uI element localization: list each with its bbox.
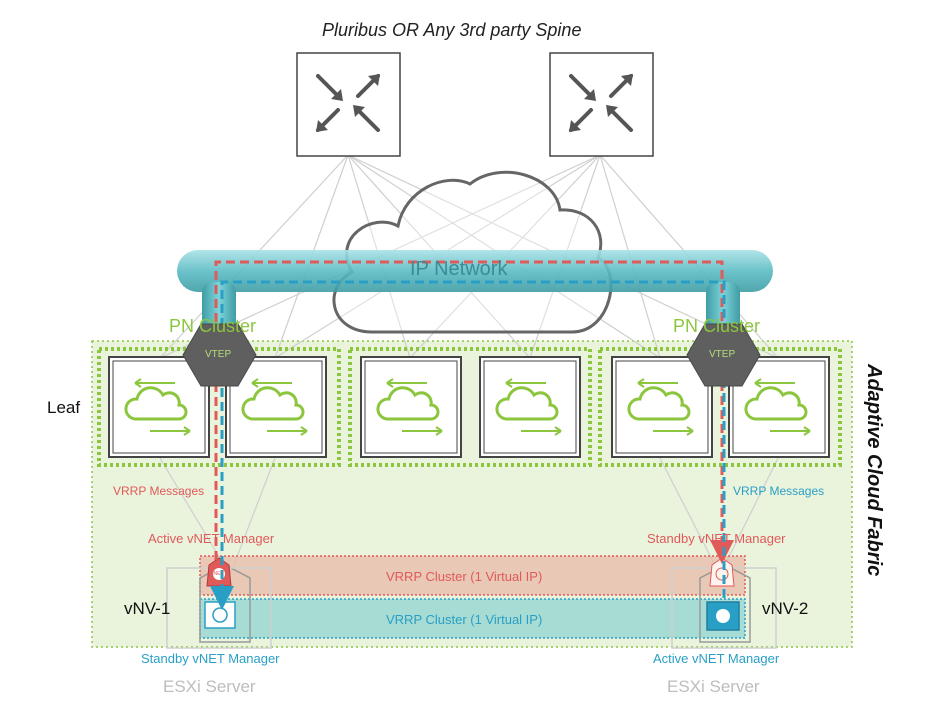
- vrrp-cluster-label-blue: VRRP Cluster (1 Virtual IP): [386, 612, 543, 627]
- vnv1-label: vNV-1: [124, 599, 171, 618]
- vrrp-path-red: [214, 260, 734, 564]
- vrrp-cluster-label-red: VRRP Cluster (1 Virtual IP): [386, 569, 543, 584]
- esxi-label-left: ESXi Server: [163, 677, 256, 696]
- vnet-badge-text: vNET: [211, 571, 224, 577]
- leaf-switch: [360, 356, 462, 458]
- spine-switch: [296, 52, 401, 157]
- vtep-label-right: VTEP: [709, 349, 736, 360]
- standby-manager-label-right: Standby vNET Manager: [647, 531, 786, 546]
- leaf-switch: [479, 356, 581, 458]
- vrrp-path-blue: [210, 280, 726, 610]
- standby-manager-label-left: Standby vNET Manager: [141, 651, 280, 666]
- vrrp-messages-right: VRRP Messages: [733, 484, 825, 498]
- pn-cluster-label-right: PN Cluster: [673, 316, 761, 336]
- standby-vnet-badge-left: [204, 601, 236, 629]
- leaf-cluster-mid: [348, 347, 592, 467]
- active-vnet-badge-right: [706, 601, 740, 631]
- ip-network-label: IP Network: [410, 258, 508, 280]
- diagram-title: Pluribus OR Any 3rd party Spine: [322, 20, 582, 40]
- esxi-label-right: ESXi Server: [667, 677, 760, 696]
- leaf-label: Leaf: [47, 398, 81, 417]
- vtep-hexagon-right: [686, 323, 761, 387]
- vrrp-messages-left: VRRP Messages: [113, 484, 205, 498]
- vnv2-label: vNV-2: [762, 599, 809, 618]
- leaf-switch: [611, 356, 713, 458]
- fabric-label: Adaptive Cloud Fabric: [863, 364, 885, 577]
- active-manager-label-left: Active vNET Manager: [148, 531, 275, 546]
- leaf-switch: [108, 356, 210, 458]
- vrrp-band-blue: [199, 598, 746, 639]
- active-manager-label-right: Active vNET Manager: [653, 651, 780, 666]
- vrrp-band-red: [199, 555, 746, 596]
- vtep-label-left: VTEP: [205, 349, 232, 360]
- vtep-hexagon-left: [182, 323, 257, 387]
- pn-cluster-label-left: PN Cluster: [169, 316, 257, 336]
- spine-switch: [549, 52, 654, 157]
